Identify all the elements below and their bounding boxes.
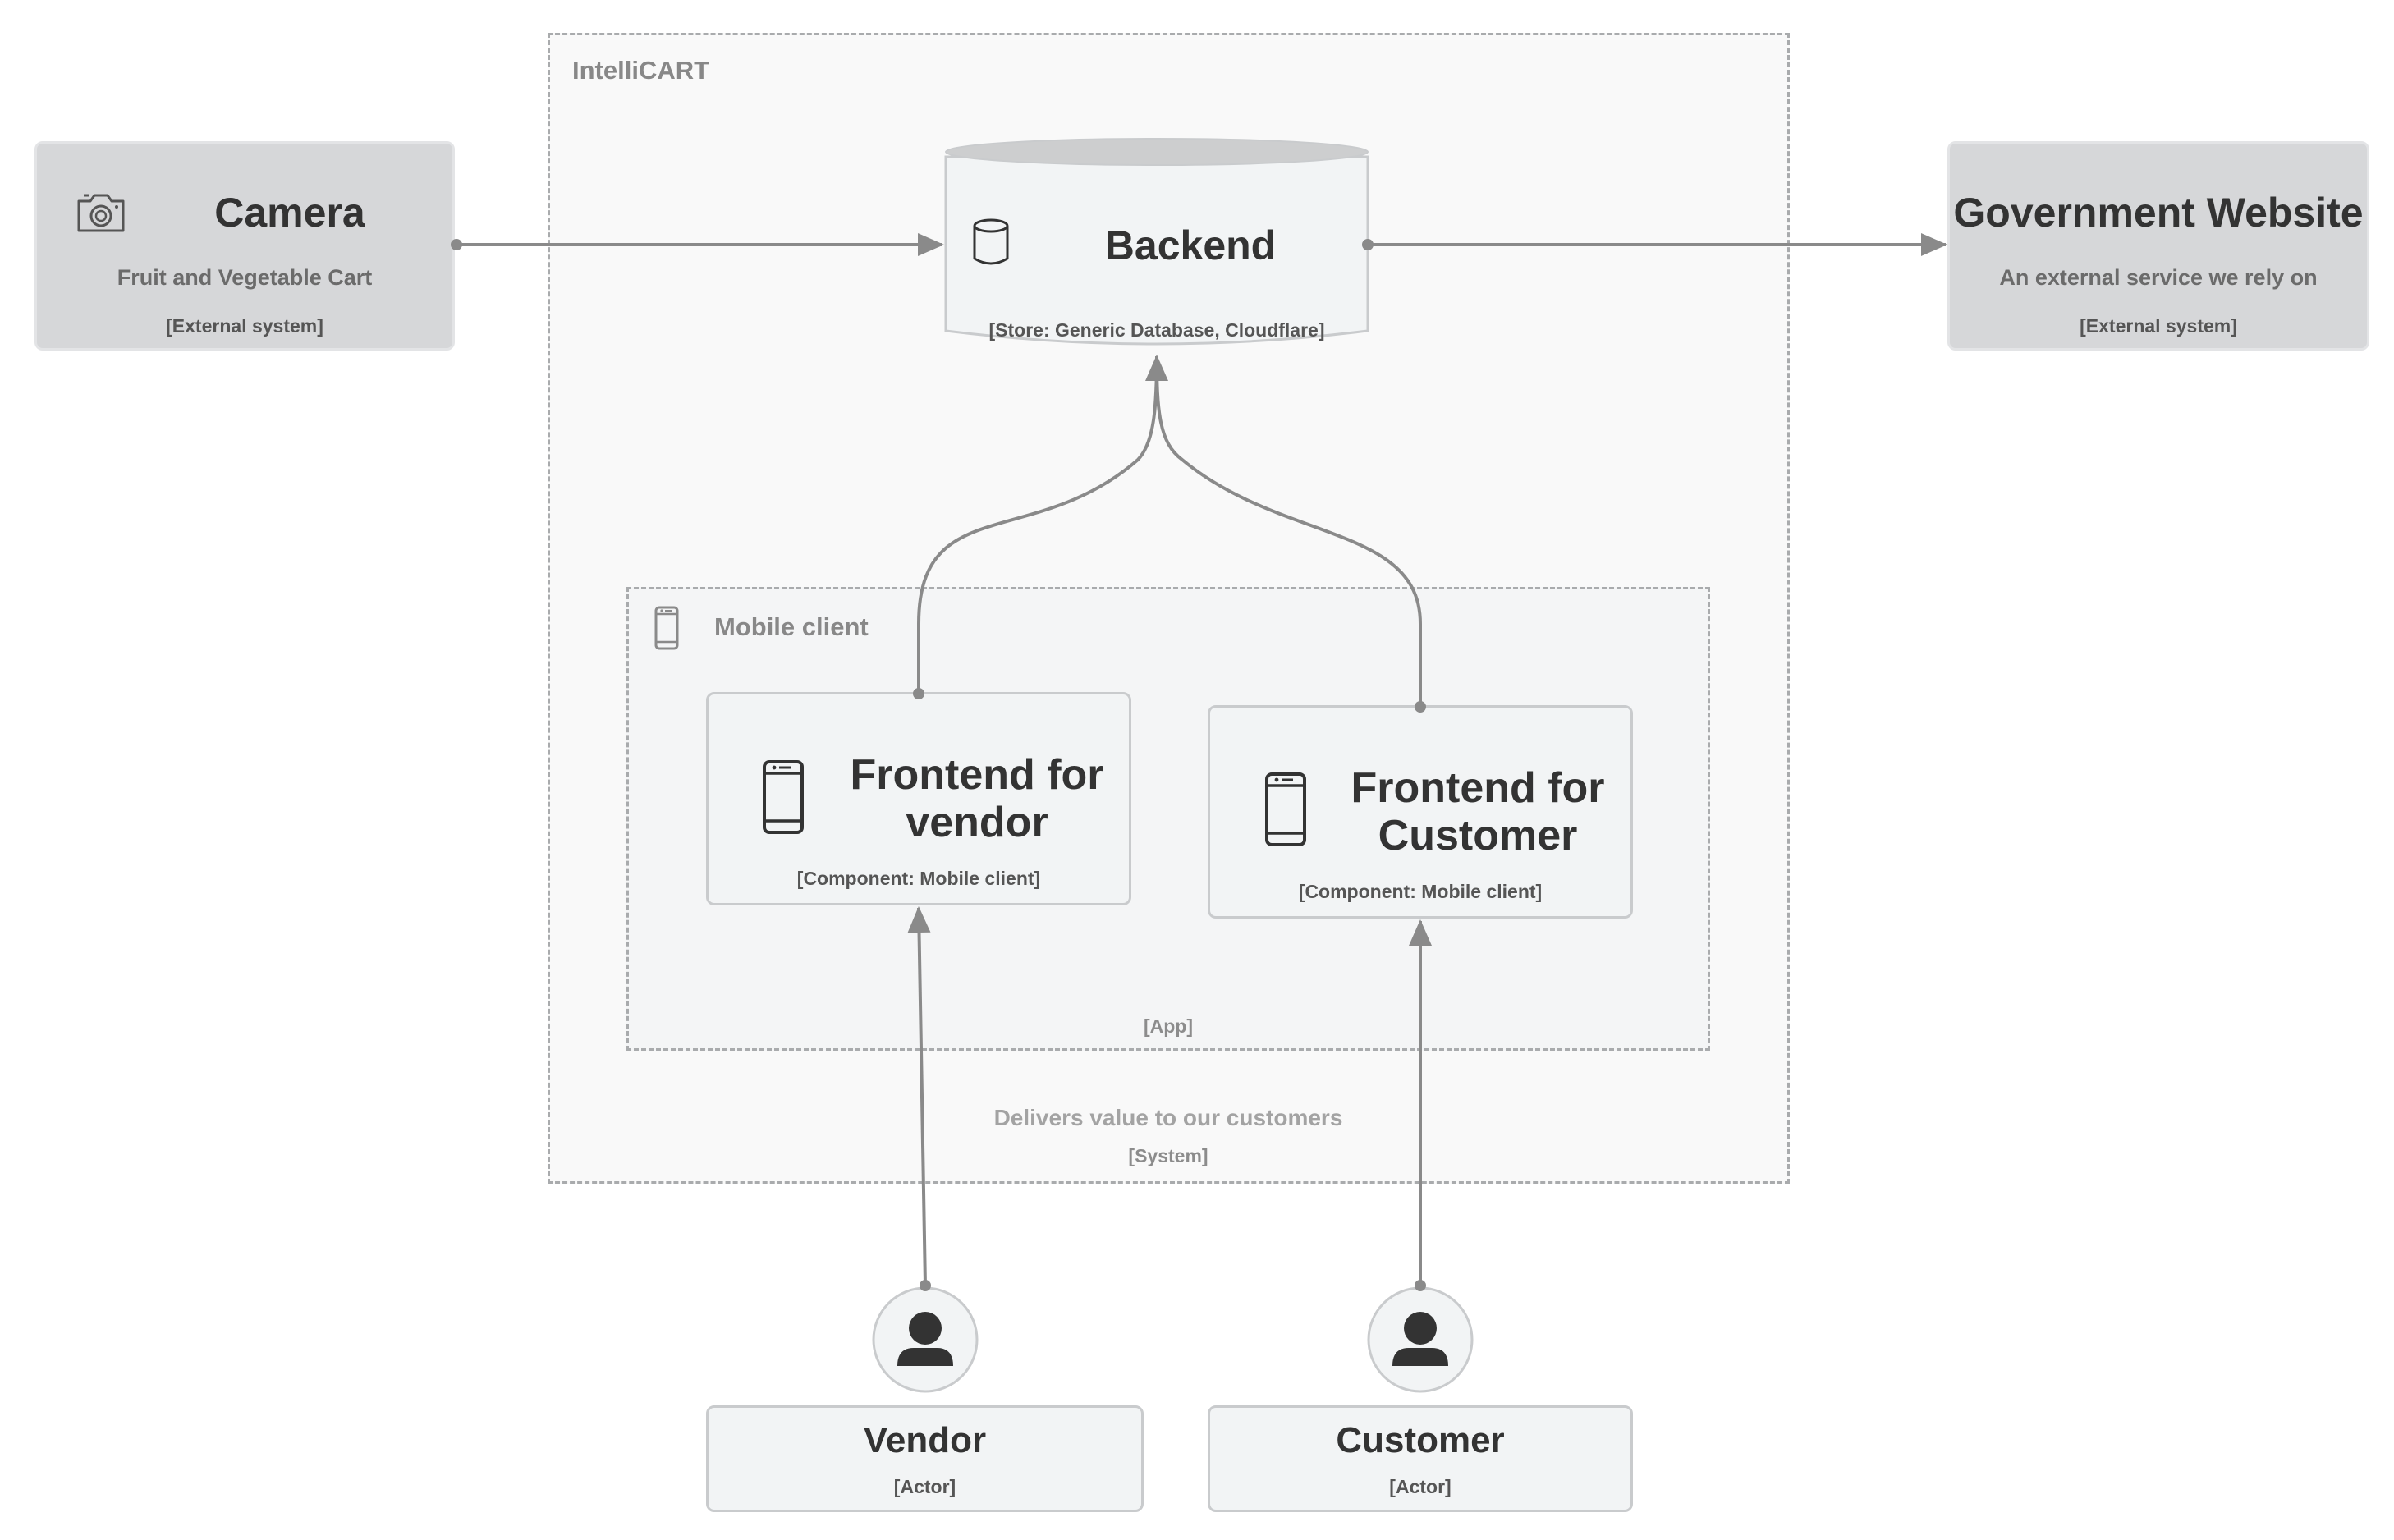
- camera-node: [34, 141, 455, 351]
- vendor-name: Vendor: [863, 1420, 987, 1460]
- camera-name: Camera: [214, 190, 365, 236]
- system-type: [System]: [1128, 1145, 1208, 1166]
- system-description: Delivers value to our customers: [993, 1105, 1343, 1130]
- smartphone-icon: [762, 759, 805, 835]
- frontend-vendor-name-line2: vendor: [906, 799, 1048, 846]
- customer-name: Customer: [1336, 1420, 1505, 1460]
- vendor-type: [Actor]: [893, 1476, 956, 1497]
- frontend-customer-type: [Component: Mobile client]: [1298, 881, 1543, 902]
- frontend-customer-name-line1: Frontend for: [1351, 764, 1605, 812]
- database-icon: [971, 218, 1011, 268]
- smartphone-icon: [654, 606, 679, 650]
- person-icon: [1392, 1312, 1448, 1366]
- backend-node: [944, 138, 1369, 346]
- backend-type: [Store: Generic Database, Cloudflare]: [988, 319, 1325, 341]
- government-description: An external service we rely on: [1999, 265, 2318, 290]
- frontend-vendor-type: [Component: Mobile client]: [796, 868, 1041, 889]
- backend-name: Backend: [1104, 222, 1277, 268]
- government-node: [1947, 141, 2369, 351]
- vendor-node: [706, 1405, 1144, 1512]
- camera-type: [External system]: [166, 315, 323, 337]
- app-type: [App]: [1143, 1015, 1194, 1037]
- person-icon: [897, 1312, 953, 1366]
- camera-description: Fruit and Vegetable Cart: [117, 265, 373, 290]
- customer-node: [1208, 1405, 1633, 1512]
- frontend-vendor-node: [706, 692, 1131, 905]
- smartphone-icon: [1264, 772, 1307, 847]
- customer-type: [Actor]: [1389, 1476, 1452, 1497]
- government-name: Government Website: [1953, 190, 2364, 236]
- frontend-customer-name-line2: Customer: [1378, 812, 1578, 859]
- vendor-avatar: [871, 1286, 979, 1394]
- edge-vendor-frontend-backend: [917, 355, 1168, 692]
- frontend-customer-node: [1208, 705, 1633, 919]
- camera-icon: [76, 191, 126, 234]
- edge-vendor-frontend: [907, 906, 931, 1286]
- system-name: IntelliCART: [572, 56, 710, 85]
- frontend-vendor-name-line1: Frontend for: [850, 751, 1104, 799]
- app-name: Mobile client: [714, 612, 869, 641]
- edge-customer-frontend-backend: [1155, 355, 1422, 705]
- government-type: [External system]: [2080, 315, 2237, 337]
